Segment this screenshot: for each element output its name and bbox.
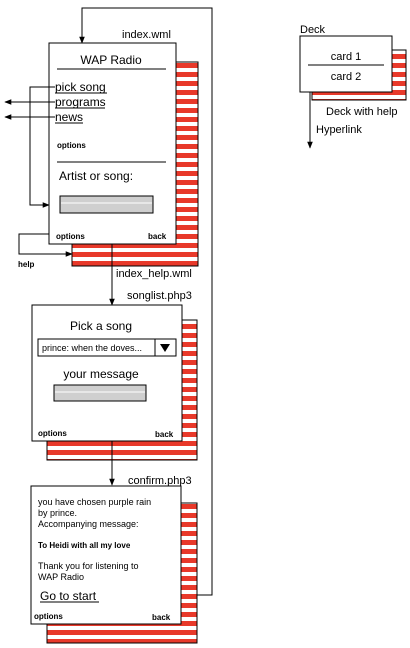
confirm-thanks1: Thank you for listening to — [38, 561, 139, 571]
songlist-softkey-options[interactable]: options — [38, 429, 67, 438]
index-input-field[interactable] — [59, 195, 154, 214]
index-input-label: Artist or song: — [59, 169, 133, 183]
confirm-line3: Accompanying message: — [38, 519, 139, 529]
confirm-message: To Heidi with all my love — [38, 541, 131, 550]
song-select[interactable] — [37, 338, 177, 357]
legend: Deck card 1 card 2 Deck with help Hyperl… — [299, 24, 407, 149]
legend-deck-card — [299, 35, 393, 93]
index-filename: index.wml — [122, 29, 171, 41]
index-link-pick-song[interactable]: pick song — [55, 80, 106, 94]
songlist-title: Pick a song — [70, 319, 132, 333]
pick-song-loop-arrow — [29, 86, 55, 208]
legend-card1-label: card 1 — [331, 51, 362, 63]
go-to-start-link[interactable]: Go to start — [40, 589, 97, 603]
index-options-label: options — [57, 141, 86, 150]
legend-card2-label: card 2 — [331, 71, 362, 83]
confirm-card — [30, 485, 182, 625]
index-link-programs[interactable]: programs — [55, 95, 106, 109]
index-softkey-options[interactable]: options — [56, 232, 85, 241]
confirm-filename: confirm.php3 — [128, 475, 192, 487]
index-title: WAP Radio — [80, 53, 142, 67]
index-deck: index.wml WAP Radio pick song programs n… — [48, 29, 199, 280]
songlist-deck: songlist.php3 Pick a song prince: when t… — [31, 290, 198, 461]
message-input[interactable] — [53, 384, 147, 402]
help-label: help — [18, 260, 35, 269]
index-help-filename: index_help.wml — [116, 268, 192, 280]
confirm-deck: confirm.php3 you have chosen purple rain… — [30, 475, 198, 644]
legend-deck-label: Deck — [300, 24, 326, 36]
confirm-line1: you have chosen purple rain — [38, 497, 151, 507]
song-select-value: prince: when the doves... — [42, 343, 142, 353]
index-link-news[interactable]: news — [55, 110, 83, 124]
legend-hyperlink-label: Hyperlink — [316, 124, 362, 136]
index-softkey-back[interactable]: back — [148, 232, 167, 241]
songlist-card — [31, 304, 183, 442]
confirm-softkey-options[interactable]: options — [34, 612, 63, 621]
message-label: your message — [63, 367, 139, 381]
confirm-line2: by prince. — [38, 508, 77, 518]
confirm-softkey-back[interactable]: back — [152, 613, 171, 622]
confirm-thanks2: WAP Radio — [38, 572, 84, 582]
help-link-arrow — [18, 233, 73, 257]
legend-deck-help-label: Deck with help — [326, 106, 398, 118]
songlist-filename: songlist.php3 — [127, 290, 192, 302]
chevron-down-icon[interactable] — [160, 344, 170, 352]
songlist-softkey-back[interactable]: back — [155, 430, 174, 439]
